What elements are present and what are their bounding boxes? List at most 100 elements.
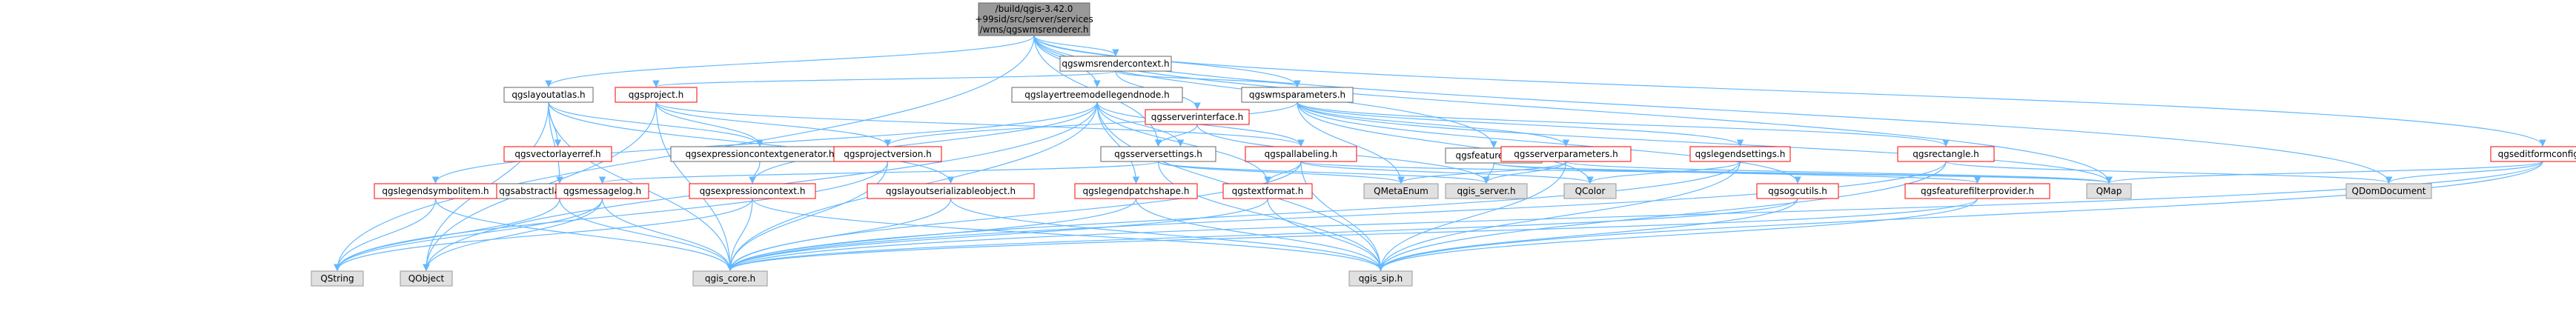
edge-serverparameters-to-qmap	[1565, 161, 2113, 184]
edge-serverparameters-to-qgis_server	[1483, 161, 1567, 184]
node-serverparameters[interactable]: qgsserverparameters.h	[1500, 146, 1632, 162]
node-layoutserializableobject[interactable]: qgslayoutserializableobject.h	[867, 183, 1035, 199]
node-box	[2345, 183, 2432, 199]
node-wmsrendercontext[interactable]: qgswmsrendercontext.h	[1059, 56, 1172, 72]
edge-serverparameters-to-qmetaenum	[1397, 161, 1567, 184]
edge-pallabeling-to-qcolor	[1300, 161, 1594, 184]
edge-textformat-to-qgis_core	[726, 198, 1268, 271]
node-editformconfig[interactable]: qgseditformconfig.h	[2490, 146, 2576, 162]
edge-serverparameters-to-qgis_sip	[1377, 161, 1567, 271]
node-box	[1897, 146, 1995, 162]
edge-project-to-pallabeling	[655, 101, 1305, 147]
edges-layer	[334, 35, 2546, 271]
edge-projectversion-to-qgis_core	[726, 161, 889, 271]
node-legendsymbolitem[interactable]: qgslegendsymbolitem.h	[374, 183, 497, 199]
node-box	[1145, 109, 1250, 125]
node-root[interactable]: /build/qgis-3.42.0+99sid/src/server/serv…	[975, 2, 1093, 36]
node-box	[1222, 183, 1313, 199]
node-box	[1059, 56, 1172, 72]
edge-project-to-projectversion	[655, 101, 892, 147]
edge-serverinterface-to-serversettings	[1154, 124, 1198, 147]
edge-root-to-wmsrendercontext	[1033, 35, 1119, 56]
edge-rectangle-to-qdomdocument	[1945, 161, 2392, 184]
edge-messagelog-to-qobject	[423, 198, 603, 271]
node-qstring: QString	[311, 270, 364, 287]
node-label: QString	[320, 273, 354, 284]
node-qgis_server: qgis_server.h	[1445, 183, 1528, 199]
node-label: qgsproject.h	[629, 90, 684, 100]
node-label: qgsserverinterface.h	[1151, 112, 1243, 122]
node-pallabeling[interactable]: qgspallabeling.h	[1245, 146, 1357, 162]
edge-layoutatlas-to-abstractlayoutiterator	[548, 101, 563, 184]
edge-editformconfig-to-qmap	[2105, 161, 2543, 184]
node-label: qgsrectangle.h	[1913, 149, 1979, 159]
node-label: qgswmsrendercontext.h	[1062, 59, 1169, 69]
node-projectversion[interactable]: qgsprojectversion.h	[833, 146, 942, 162]
node-box	[867, 183, 1035, 199]
node-legendsettings[interactable]: qgslegendsettings.h	[1689, 146, 1791, 162]
edge-expressioncontext-to-qstring	[334, 198, 753, 271]
node-box	[1245, 146, 1357, 162]
node-textformat[interactable]: qgstextformat.h	[1222, 183, 1313, 199]
node-label: qgsserverparameters.h	[1514, 149, 1618, 159]
edge-wmsrendercontext-to-wmsparameters	[1115, 70, 1301, 87]
node-messagelog[interactable]: qgsmessagelog.h	[555, 183, 649, 199]
node-box	[978, 2, 1090, 36]
node-label: qgsogcutils.h	[1768, 186, 1827, 196]
node-expressioncontext[interactable]: qgsexpressioncontext.h	[689, 183, 816, 199]
edge-layoutatlas-to-expressioncontextgenerator	[548, 101, 764, 147]
node-box	[2490, 146, 2576, 162]
node-box	[1348, 270, 1413, 287]
edge-layoutserializableobject-to-qgis_core	[726, 198, 952, 271]
node-label: qgsvectorlayerref.h	[514, 149, 600, 159]
node-expressioncontextgenerator[interactable]: qgsexpressioncontextgenerator.h	[670, 146, 850, 162]
node-featurefilterprovider[interactable]: qgsfeaturefilterprovider.h	[1904, 183, 2050, 199]
node-label: qgsfeaturefilterprovider.h	[1921, 186, 2034, 196]
node-box	[2086, 183, 2132, 199]
edge-editformconfig-to-qdomdocument	[2385, 161, 2543, 184]
node-label: QDomDocument	[2352, 186, 2426, 196]
node-label: qgis_sip.h	[1359, 273, 1403, 284]
node-label: qgslegendsettings.h	[1695, 149, 1786, 159]
edge-serversettings-to-qmetaenum	[1157, 161, 1405, 184]
edge-ogcutils-to-qgis_core	[726, 198, 1798, 271]
edge-wmsparameters-to-projectversion	[884, 101, 1298, 147]
edge-wmsparameters-to-ogcutils	[1297, 101, 1801, 184]
node-qgis_core: qgis_core.h	[692, 270, 768, 287]
node-serverinterface[interactable]: qgsserverinterface.h	[1145, 109, 1250, 125]
node-layoutatlas[interactable]: qgslayoutatlas.h	[503, 87, 594, 103]
nodes-layer: /build/qgis-3.42.0+99sid/src/server/serv…	[311, 2, 2576, 287]
node-vectorlayerref[interactable]: qgsvectorlayerref.h	[503, 146, 612, 162]
edge-projectversion-to-qstring	[334, 161, 889, 271]
edge-editformconfig-to-qgis_core	[726, 161, 2543, 271]
edge-featurefilterprovider-to-qgis_core	[726, 198, 1979, 271]
node-label: qgslayoutatlas.h	[511, 90, 585, 100]
node-legendpatchshape[interactable]: qgslegendpatchshape.h	[1074, 183, 1198, 199]
node-box	[311, 270, 364, 287]
node-box	[503, 146, 612, 162]
node-box	[1011, 87, 1183, 103]
node-qcolor: QColor	[1563, 183, 1617, 199]
node-qdomdocument: QDomDocument	[2345, 183, 2432, 199]
node-ogcutils[interactable]: qgsogcutils.h	[1756, 183, 1839, 199]
edge-serversettings-to-messagelog	[599, 161, 1159, 184]
node-label: qgslegendpatchshape.h	[1083, 186, 1190, 196]
node-project[interactable]: qgsproject.h	[615, 87, 698, 103]
edge-wmsrendercontext-to-project	[652, 70, 1116, 87]
edge-rectangle-to-qgis_sip	[1377, 161, 1947, 271]
edge-abstractlayoutiterator-to-qgis_core	[559, 198, 734, 271]
node-rectangle[interactable]: qgsrectangle.h	[1897, 146, 1995, 162]
node-label: qgswmsparameters.h	[1249, 90, 1345, 100]
edge-root-to-layoutatlas	[545, 35, 1035, 87]
node-serversettings[interactable]: qgsserversettings.h	[1100, 146, 1216, 162]
node-layertreemodellegendnode[interactable]: qgslayertreemodellegendnode.h	[1011, 87, 1183, 103]
edge-layertreemodellegendnode-to-legendpatchshape	[1096, 101, 1140, 184]
edge-legendsettings-to-qgis_sip	[1377, 161, 1741, 271]
node-wmsparameters[interactable]: qgswmsparameters.h	[1241, 87, 1354, 103]
node-label: qgis_core.h	[705, 273, 755, 284]
edge-wmsparameters-to-rectangle	[1297, 101, 1950, 147]
node-qobject: QObject	[400, 270, 453, 287]
edge-featurefilter-to-qgis_server	[1483, 162, 1494, 184]
node-box	[1241, 87, 1354, 103]
